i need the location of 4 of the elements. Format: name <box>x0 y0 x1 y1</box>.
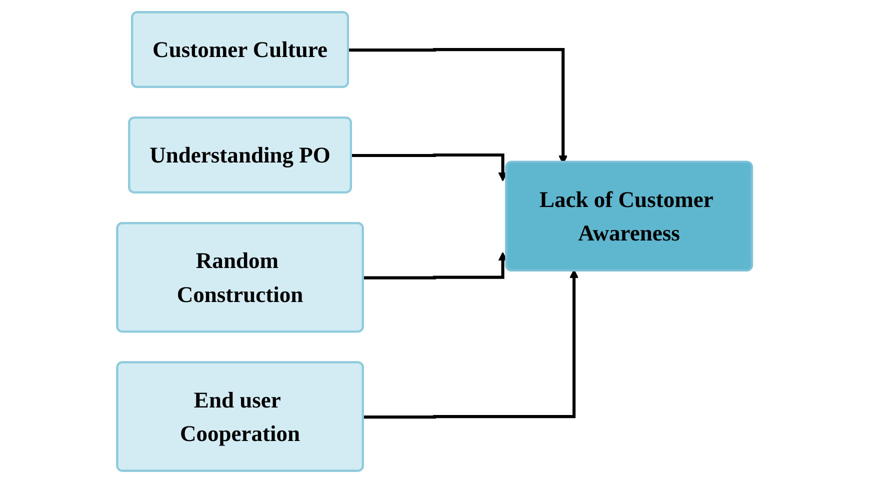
arrow <box>352 153 508 182</box>
flowchart: Customer Culture Understanding PO Random Construction End user Cooperation Lack of Customer Awareness <box>109 4 761 479</box>
arrow <box>364 269 579 419</box>
arrow <box>364 252 508 280</box>
